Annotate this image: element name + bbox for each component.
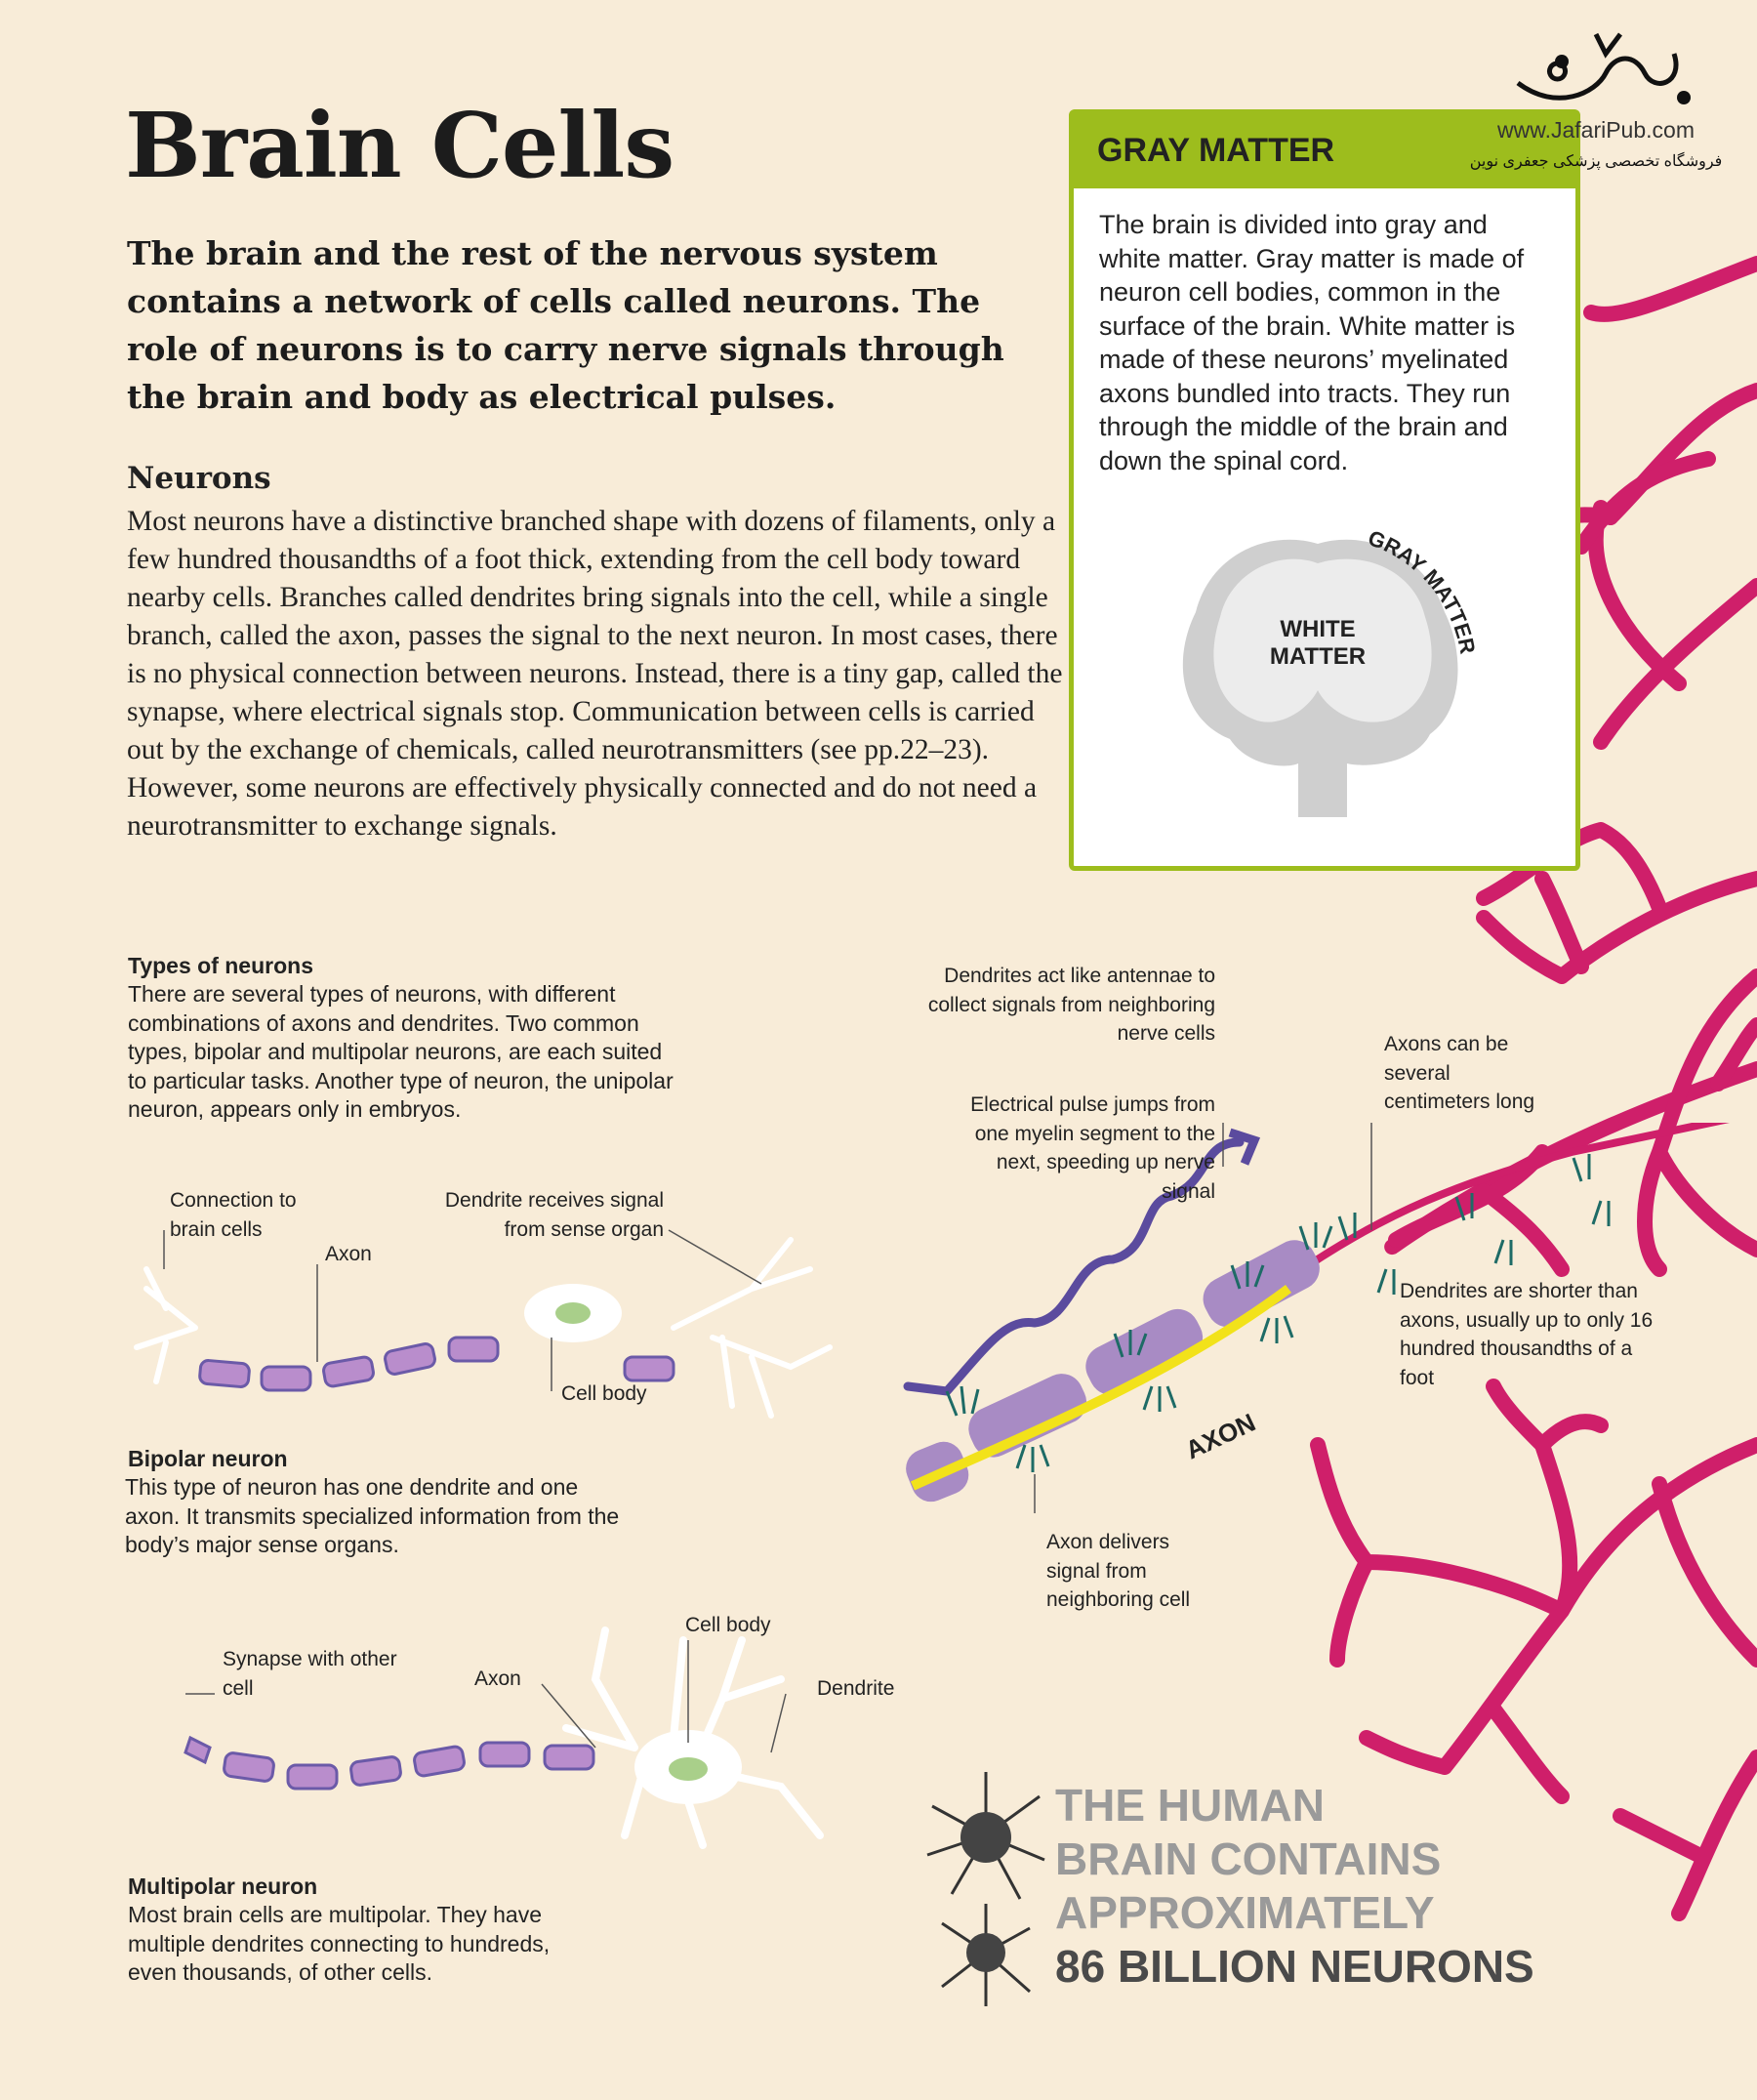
label-dendrite-receives: Dendrite receives signal from sense orga… bbox=[444, 1189, 664, 1241]
label-axons-long: Axons can be several centimeters long bbox=[1384, 1033, 1535, 1113]
multipolar-body: Most brain cells are multipolar. They ha… bbox=[128, 1902, 551, 1985]
label-dendrites-antennae: Dendrites act like antennae to collect s… bbox=[927, 965, 1215, 1045]
gray-matter-box: GRAY MATTER The brain is divided into gr… bbox=[1069, 109, 1580, 871]
axon-diagram: AXON bbox=[903, 1123, 1730, 1513]
label-bipolar-cell-body: Cell body bbox=[561, 1382, 647, 1405]
label-axon-delivers: Axon delivers signal from neighboring ce… bbox=[1046, 1531, 1191, 1611]
label-multipolar-cell-body: Cell body bbox=[685, 1614, 771, 1636]
label-connection-to-brain-cells: Connection to brain cells bbox=[170, 1189, 297, 1241]
logo-tagline: فروشگاه تخصصی پزشکی جعفری نوین bbox=[1469, 153, 1723, 170]
bipolar-neuron-diagram bbox=[134, 1229, 833, 1419]
neuron-cell-icons bbox=[926, 1772, 1045, 2006]
multipolar-heading: Multipolar neuron bbox=[128, 1874, 318, 1899]
label-multipolar-dendrite: Dendrite bbox=[817, 1677, 895, 1700]
white-matter-label: WHITE bbox=[1280, 616, 1355, 642]
gray-matter-heading: GRAY MATTER bbox=[1074, 114, 1575, 188]
label-synapse: Synapse with other cell bbox=[223, 1648, 397, 1700]
svg-text:MATTER: MATTER bbox=[1270, 643, 1366, 670]
neurons-body: Most neurons have a distinctive branched… bbox=[127, 506, 1063, 842]
gray-matter-body: The brain is divided into gray and white… bbox=[1099, 210, 1525, 475]
label-electrical-pulse: Electrical pulse jumps from one myelin s… bbox=[970, 1093, 1215, 1203]
brain-section-icon: WHITE MATTER GRAY MATTER bbox=[1182, 525, 1480, 817]
bipolar-body: This type of neuron has one dendrite and… bbox=[125, 1474, 620, 1557]
bipolar-heading: Bipolar neuron bbox=[128, 1446, 288, 1471]
types-heading: Types of neurons bbox=[128, 953, 313, 978]
logo-url: www.JafariPub.com bbox=[1497, 117, 1695, 143]
label-dendrites-shorter: Dendrites are shorter than axons, usuall… bbox=[1400, 1280, 1654, 1389]
label-multipolar-axon: Axon bbox=[474, 1668, 521, 1690]
multipolar-neuron-diagram bbox=[184, 1626, 824, 1849]
publisher-logo: www.JafariPub.com فروشگاه تخصصی پزشکی جع… bbox=[1464, 24, 1728, 171]
types-body: There are several types of neurons, with… bbox=[128, 981, 674, 1122]
intro-paragraph: The brain and the rest of the nervous sy… bbox=[127, 234, 1004, 416]
label-bipolar-axon: Axon bbox=[325, 1243, 372, 1265]
neurons-heading: Neurons bbox=[127, 461, 271, 496]
page-title: Brain Cells bbox=[125, 93, 674, 198]
axon-label: AXON bbox=[1181, 1407, 1260, 1464]
calligraphy-logo-icon bbox=[1516, 32, 1691, 104]
